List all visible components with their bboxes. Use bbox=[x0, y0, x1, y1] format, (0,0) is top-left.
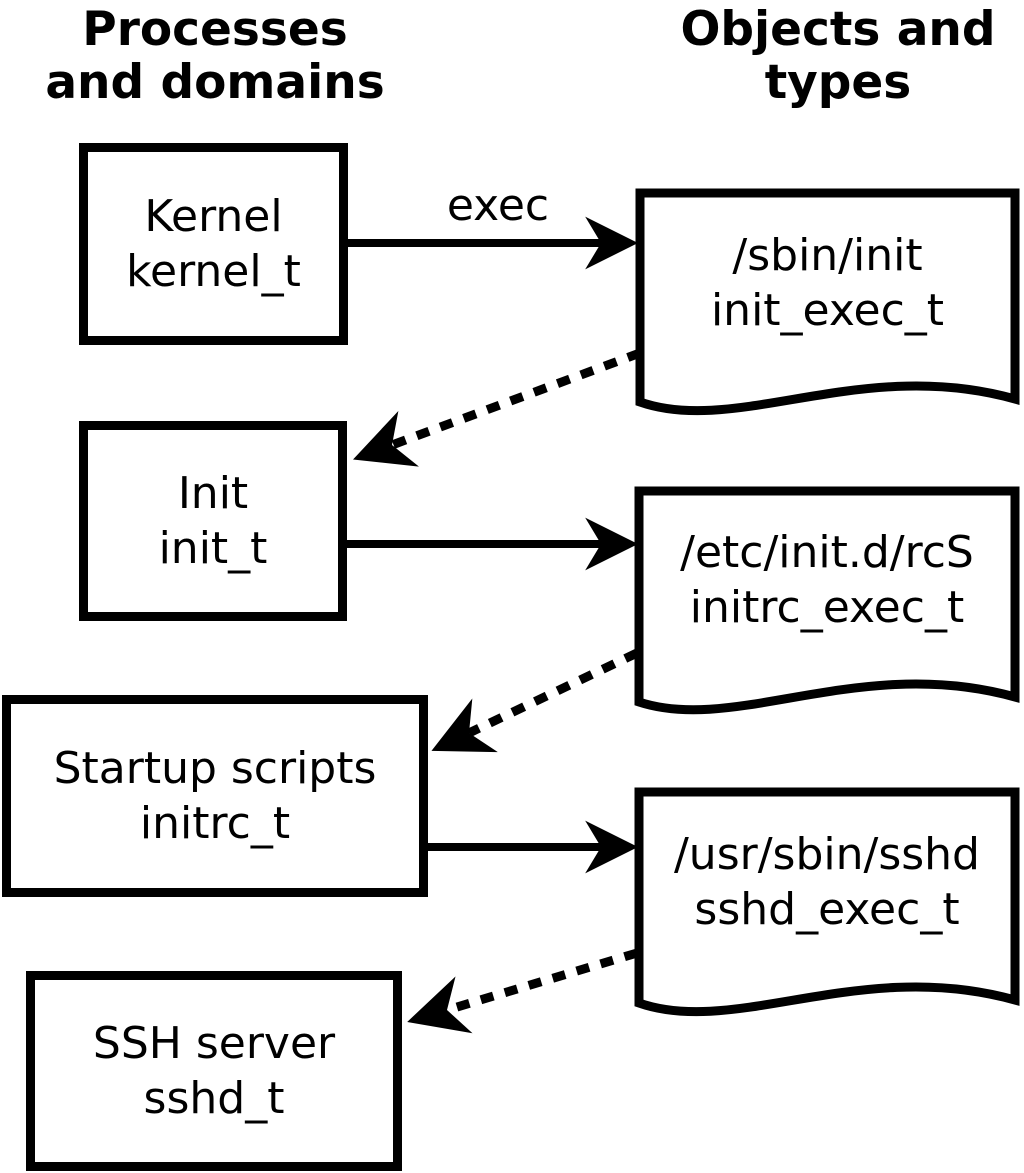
process-name: SSH server bbox=[92, 1018, 336, 1069]
right-column-header-line2: types bbox=[764, 55, 912, 110]
process-name: Kernel bbox=[144, 191, 283, 242]
document-shape-sbin-init bbox=[635, 188, 1020, 416]
left-column-header: Processes and domains bbox=[0, 3, 430, 109]
process-box-startup-scripts: Startup scripts initrc_t bbox=[2, 695, 428, 897]
right-column-header: Objects and types bbox=[623, 3, 1024, 109]
exec-edge-label: exec bbox=[446, 180, 550, 231]
dotted-arrow-rcs-to-initrc bbox=[431, 648, 639, 753]
process-box-kernel: Kernel kernel_t bbox=[79, 143, 348, 345]
process-box-ssh-server: SSH server sshd_t bbox=[26, 971, 402, 1171]
dotted-arrow-sbin-init-to-init bbox=[353, 348, 642, 467]
process-domain-type: initrc_t bbox=[139, 798, 291, 849]
process-name: Init bbox=[177, 468, 249, 519]
process-domain-type: kernel_t bbox=[126, 246, 301, 297]
process-domain-type: sshd_t bbox=[143, 1073, 285, 1124]
dotted-arrow-sshd-to-sshserver bbox=[407, 948, 639, 1034]
process-name: Startup scripts bbox=[53, 743, 377, 794]
process-box-init: Init init_t bbox=[79, 421, 347, 621]
left-column-header-line2: and domains bbox=[45, 55, 385, 110]
left-column-header-line1: Processes bbox=[82, 2, 348, 57]
right-column-header-line1: Objects and bbox=[680, 2, 996, 57]
document-shape-etc-initd-rcs bbox=[634, 486, 1020, 715]
process-domain-type: init_t bbox=[158, 523, 268, 574]
document-shape-usr-sbin-sshd bbox=[634, 787, 1020, 1017]
